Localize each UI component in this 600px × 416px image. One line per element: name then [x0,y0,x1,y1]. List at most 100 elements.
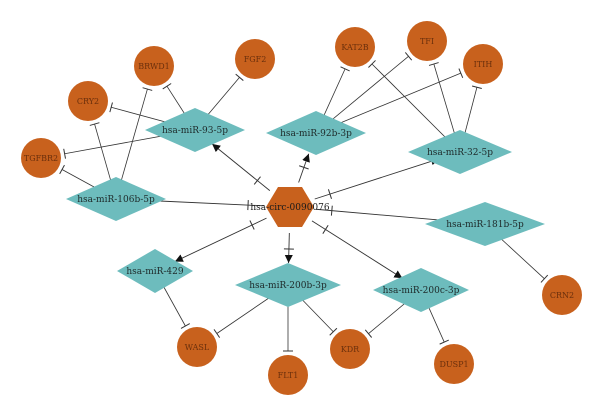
gene-label: CRY2 [77,97,99,106]
mirna-diamond [66,177,166,221]
edge-bar-m429-wasl [180,323,191,329]
edge-bar-m92b-kat2b [340,66,350,72]
mirna-diamond [425,202,545,246]
edge-bar-m93-cry2 [109,102,113,113]
gene-circle [177,327,217,367]
gene-node-kat2b[interactable]: KAT2B [335,27,375,67]
mirna-node-m106b[interactable]: hsa-miR-106b-5p [66,177,166,221]
gene-circle [434,344,474,384]
edge-bar-m106b-cry2 [89,122,100,126]
mirna-node-m181b[interactable]: hsa-miR-181b-5p [425,202,545,246]
gene-node-tgfbr2[interactable]: TGFBR2 [21,138,61,178]
gene-label: KDR [341,345,360,354]
edge-bar-m93-fgf2 [235,73,244,81]
gene-node-flt1[interactable]: FLT1 [268,355,308,395]
gene-node-wasl[interactable]: WASL [177,327,217,367]
mirna-node-m200b[interactable]: hsa-miR-200b-3p [235,263,341,307]
gene-node-tfi[interactable]: TFI [407,21,447,61]
mirna-node-m92b[interactable]: hsa-miR-92b-3p [266,111,366,155]
node-layer: hsa-miR-93-5p hsa-miR-92b-3p hsa-miR-32-5p… [21,21,582,395]
edge-hub-to-m200c [311,220,403,279]
edge-bar-m92b-itih [458,68,464,78]
edge-hub-bar-m93 [253,176,261,185]
hub-label: hsa-circ-0090076 [250,203,329,213]
mirna-diamond [408,130,512,174]
mirna-node-m93[interactable]: hsa-miR-93-5p [145,108,245,152]
mirna-label: hsa-miR-181b-5p [446,220,524,230]
mirna-diamond [117,249,193,293]
gene-node-brwd1[interactable]: BRWD1 [134,46,174,86]
gene-label: ITIH [474,60,493,69]
edge-bar-m106b-tgfbr2 [59,164,65,175]
gene-circle [335,27,375,67]
edge-hub-bar-m181b [330,205,333,216]
edge-bar-m32-tfi [428,62,439,66]
edge-hub-bar-m92b [299,165,309,170]
gene-circle [330,329,370,369]
edge-layer [59,52,549,352]
edge-bar-m93-brwd1 [162,83,172,90]
gene-node-kdr[interactable]: KDR [330,329,370,369]
edge-hub-to-m93 [211,143,271,191]
gene-circle [68,81,108,121]
edge-m32-kat2b [371,63,455,147]
mirna-diamond [266,111,366,155]
gene-node-dusp1[interactable]: DUSP1 [434,344,474,384]
gene-circle [542,275,582,315]
edge-bar-m200b-wasl [213,329,221,338]
gene-label: FGF2 [244,55,267,64]
gene-node-cry2[interactable]: CRY2 [68,81,108,121]
gene-circle [268,355,308,395]
edge-hub-to-m429 [174,217,267,262]
mirna-node-m32[interactable]: hsa-miR-32-5p [408,130,512,174]
gene-circle [134,46,174,86]
edge-hub-bar-m429 [249,220,255,230]
mirna-label: hsa-miR-200c-3p [383,286,460,296]
edge-hub-to-m32 [314,157,440,200]
edge-hub-bar-m32 [327,189,332,199]
mirna-node-m429[interactable]: hsa-miR-429 [117,249,193,293]
hub-node[interactable]: hsa-circ-0090076 [250,187,330,227]
mirna-label: hsa-miR-429 [126,267,184,277]
hub-hexagon [266,187,314,227]
edge-hub-bar-m200c [322,224,329,234]
gene-node-crn2[interactable]: CRN2 [542,275,582,315]
edge-bar-m32-kat2b [368,60,376,68]
gene-label: TGFBR2 [24,154,58,163]
mirna-diamond [235,263,341,307]
gene-label: DUSP1 [439,360,468,369]
mirna-label: hsa-miR-93-5p [162,126,228,136]
gene-label: CRN2 [550,291,574,300]
gene-label: KAT2B [341,43,368,52]
gene-circle [407,21,447,61]
edge-m32-tfi [433,63,459,145]
mirna-label: hsa-miR-106b-5p [77,195,155,205]
mirna-diamond [373,268,469,312]
edge-bar-m181b-crn2 [540,274,549,283]
gene-circle [463,44,503,84]
mirna-label: hsa-miR-92b-3p [280,129,352,139]
gene-label: FLT1 [278,371,299,380]
edge-m92b-tfi [321,56,409,129]
mirna-node-m200c[interactable]: hsa-miR-200c-3p [373,268,469,312]
gene-node-itih[interactable]: ITIH [463,44,503,84]
mirna-diamond [145,108,245,152]
edge-bar-m200b-kdr [329,327,338,336]
edge-bar-m92b-tfi [404,52,413,61]
gene-label: WASL [185,343,210,352]
edge-bar-m200c-kdr [364,329,373,338]
edge-bar-m200c-dusp1 [439,339,449,345]
edge-bar-m32-itih [471,85,482,89]
edge-bar-m106b-brwd1 [142,87,153,91]
edge-hub-to-m92b [298,153,310,183]
gene-circle [235,39,275,79]
mirna-label: hsa-miR-32-5p [427,148,493,158]
gene-label: BRWD1 [138,62,169,71]
edge-hub-to-m200b [284,232,293,264]
edge-m92b-itih [323,72,461,131]
gene-circle [21,138,61,178]
gene-label: TFI [420,37,434,46]
mirna-label: hsa-miR-200b-3p [249,281,327,291]
gene-node-fgf2[interactable]: FGF2 [235,39,275,79]
